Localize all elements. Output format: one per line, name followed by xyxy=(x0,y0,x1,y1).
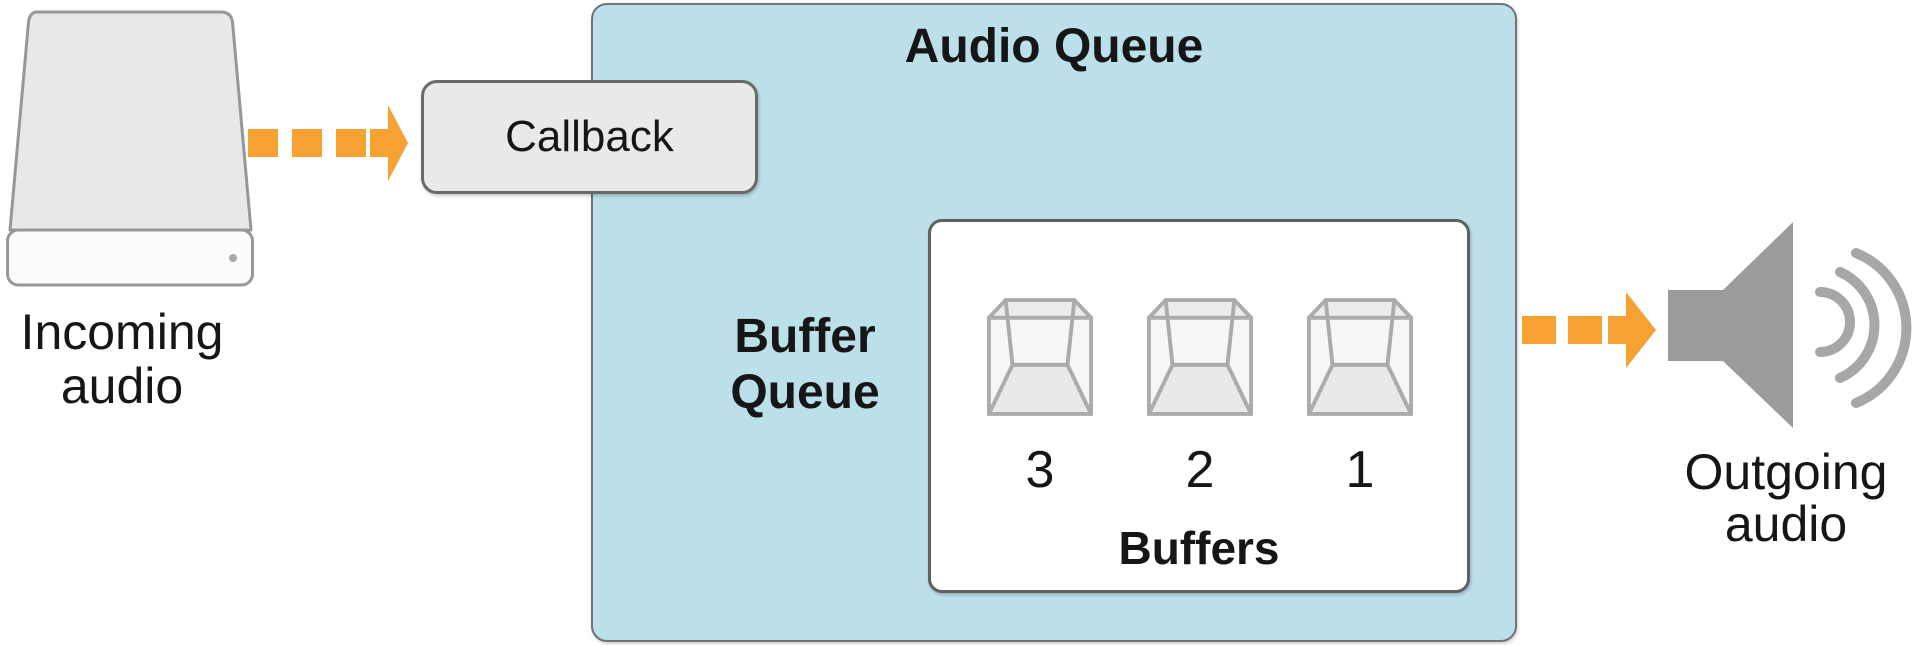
speaker-icon xyxy=(1668,222,1912,428)
buffer-cube-icon xyxy=(1306,298,1414,416)
sound-waves-icon xyxy=(1815,248,1912,408)
buffer-queue-label: Buffer Queue xyxy=(730,310,880,419)
incoming-audio-label: Incoming audio xyxy=(20,304,224,414)
drive-led-dot xyxy=(229,254,237,262)
dashed-arrow-icon xyxy=(1522,292,1656,368)
buffer-cube-icon xyxy=(986,298,1094,416)
outgoing-audio-label: Outgoing audio xyxy=(1684,444,1888,552)
hard-drive-icon xyxy=(6,10,254,287)
buffer-number: 2 xyxy=(1185,441,1215,499)
callback-box: Callback xyxy=(421,80,758,194)
buffer-cube-icon xyxy=(1146,298,1254,416)
buffer-number: 3 xyxy=(1025,441,1055,499)
buffers-label: Buffers xyxy=(1118,522,1280,574)
callback-label: Callback xyxy=(505,112,674,161)
audio-queue-title: Audio Queue xyxy=(904,20,1204,73)
dashed-arrow-icon xyxy=(248,105,408,181)
buffer-number: 1 xyxy=(1345,441,1375,499)
